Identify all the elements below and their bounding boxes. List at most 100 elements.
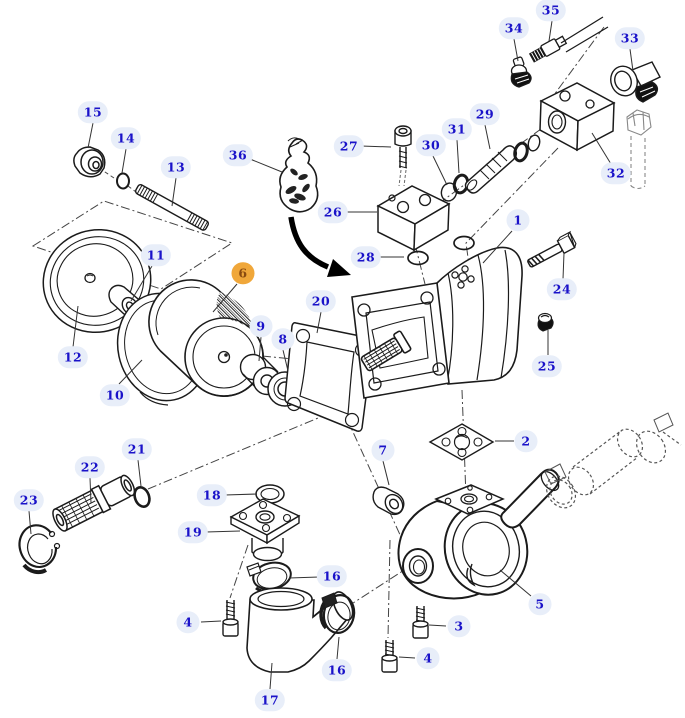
leader-line-7 bbox=[382, 460, 390, 486]
part-callout-35[interactable]: 35 bbox=[535, 0, 567, 21]
part-callout-5[interactable]: 5 bbox=[528, 593, 552, 615]
seal-kit-bag-36 bbox=[279, 137, 319, 213]
part-callout-9[interactable]: 9 bbox=[249, 315, 273, 337]
gasket-20 bbox=[284, 322, 374, 432]
part-callout-25[interactable]: 25 bbox=[531, 355, 563, 377]
bolt-24 bbox=[527, 230, 577, 268]
part-callout-30[interactable]: 30 bbox=[415, 134, 447, 156]
part-callout-4[interactable]: 4 bbox=[176, 611, 200, 633]
gasket-2 bbox=[428, 423, 495, 461]
o-ring-30 bbox=[440, 182, 458, 202]
flange-19 bbox=[229, 498, 301, 562]
leader-line-33 bbox=[629, 48, 634, 72]
part-callout-23[interactable]: 23 bbox=[13, 489, 45, 511]
leader-line-1 bbox=[482, 230, 513, 264]
o-ring-29-thin bbox=[527, 134, 541, 152]
part-callout-15[interactable]: 15 bbox=[77, 101, 109, 123]
leader-line-35 bbox=[548, 20, 553, 42]
phantom-hose-and-clamps bbox=[544, 412, 682, 509]
part-callout-29[interactable]: 29 bbox=[469, 103, 501, 125]
o-ring-rear-port bbox=[453, 235, 475, 251]
leader-line-16 bbox=[336, 636, 340, 660]
part-callout-13[interactable]: 13 bbox=[160, 156, 192, 178]
leader-line-24 bbox=[562, 252, 565, 280]
fitting-35 bbox=[528, 16, 609, 63]
part-callout-14[interactable]: 14 bbox=[110, 127, 142, 149]
part-callout-6[interactable]: 6 bbox=[231, 262, 255, 284]
part-callout-36[interactable]: 36 bbox=[222, 144, 254, 166]
leader-line-14 bbox=[121, 148, 127, 174]
cap-nut-15 bbox=[73, 146, 106, 178]
leader-line-23 bbox=[28, 510, 32, 535]
leader-line-13 bbox=[171, 177, 177, 207]
part-callout-27[interactable]: 27 bbox=[333, 135, 365, 157]
part-callout-4[interactable]: 4 bbox=[416, 647, 440, 669]
valve-block-26 bbox=[376, 185, 451, 252]
bolt-4-bottom bbox=[381, 640, 398, 673]
leader-line-20 bbox=[316, 311, 322, 334]
fitting-34 bbox=[510, 56, 532, 88]
phantom-bolt-33 bbox=[626, 109, 652, 190]
part-callout-2[interactable]: 2 bbox=[514, 430, 538, 452]
elbow-fitting-33 bbox=[610, 61, 661, 103]
leader-line-17 bbox=[269, 662, 273, 690]
part-callout-3[interactable]: 3 bbox=[447, 615, 471, 637]
leader-line-5 bbox=[499, 569, 532, 597]
part-callout-12[interactable]: 12 bbox=[57, 346, 89, 368]
leader-line-30 bbox=[432, 155, 448, 186]
leader-line-3 bbox=[428, 624, 447, 627]
part-callout-7[interactable]: 7 bbox=[371, 439, 395, 461]
part-callout-22[interactable]: 22 bbox=[74, 456, 106, 478]
housing-5 bbox=[397, 468, 560, 600]
part-callout-32[interactable]: 32 bbox=[600, 162, 632, 184]
pointer-arrow bbox=[288, 216, 351, 277]
pump-top-port-b bbox=[451, 265, 475, 289]
stud-13 bbox=[134, 184, 210, 231]
part-callout-10[interactable]: 10 bbox=[99, 384, 131, 406]
leader-line-6 bbox=[212, 283, 238, 313]
part-callout-33[interactable]: 33 bbox=[614, 27, 646, 49]
part-callout-16[interactable]: 16 bbox=[316, 565, 348, 587]
part-callout-28[interactable]: 28 bbox=[350, 246, 382, 268]
part-callout-18[interactable]: 18 bbox=[196, 484, 228, 506]
part-callout-16[interactable]: 16 bbox=[321, 659, 353, 681]
leader-line-11 bbox=[130, 265, 153, 302]
leader-line-4 bbox=[200, 620, 222, 623]
part-callout-11[interactable]: 11 bbox=[140, 244, 172, 266]
plug-25 bbox=[537, 312, 554, 332]
leader-line-8 bbox=[282, 349, 289, 372]
leader-line-12 bbox=[72, 305, 79, 348]
leader-line-36 bbox=[249, 158, 283, 173]
snap-ring-23 bbox=[18, 524, 61, 575]
leader-line-21 bbox=[137, 459, 142, 487]
leader-line-27 bbox=[360, 145, 392, 148]
part-callout-21[interactable]: 21 bbox=[121, 438, 153, 460]
part-callout-24[interactable]: 24 bbox=[546, 278, 578, 300]
coupling-22 bbox=[52, 474, 136, 532]
leader-line-16 bbox=[288, 576, 320, 579]
leader-line-32 bbox=[591, 132, 612, 165]
leader-line-15 bbox=[87, 122, 94, 149]
part-callout-26[interactable]: 26 bbox=[317, 201, 349, 223]
manifold-block-32 bbox=[539, 82, 616, 152]
bolt-27 bbox=[394, 125, 412, 187]
leader-line-19 bbox=[205, 530, 241, 533]
o-ring-21 bbox=[133, 486, 151, 508]
part-callout-8[interactable]: 8 bbox=[271, 328, 295, 350]
part-callout-1[interactable]: 1 bbox=[506, 209, 530, 231]
part-callout-17[interactable]: 17 bbox=[254, 689, 286, 711]
part-callout-34[interactable]: 34 bbox=[498, 17, 530, 39]
bolt-4-left bbox=[222, 600, 239, 637]
leader-lines bbox=[28, 20, 634, 690]
part-callout-19[interactable]: 19 bbox=[177, 521, 209, 543]
seal-29-thick bbox=[513, 141, 529, 163]
leader-line-10 bbox=[118, 359, 143, 385]
leader-line-29 bbox=[484, 124, 491, 150]
o-ring-14 bbox=[116, 172, 130, 190]
part-callout-20[interactable]: 20 bbox=[305, 290, 337, 312]
leader-line-18 bbox=[224, 493, 258, 496]
pump-body-1 bbox=[351, 246, 523, 399]
leader-line-31 bbox=[456, 139, 460, 174]
part-callout-31[interactable]: 31 bbox=[441, 118, 473, 140]
